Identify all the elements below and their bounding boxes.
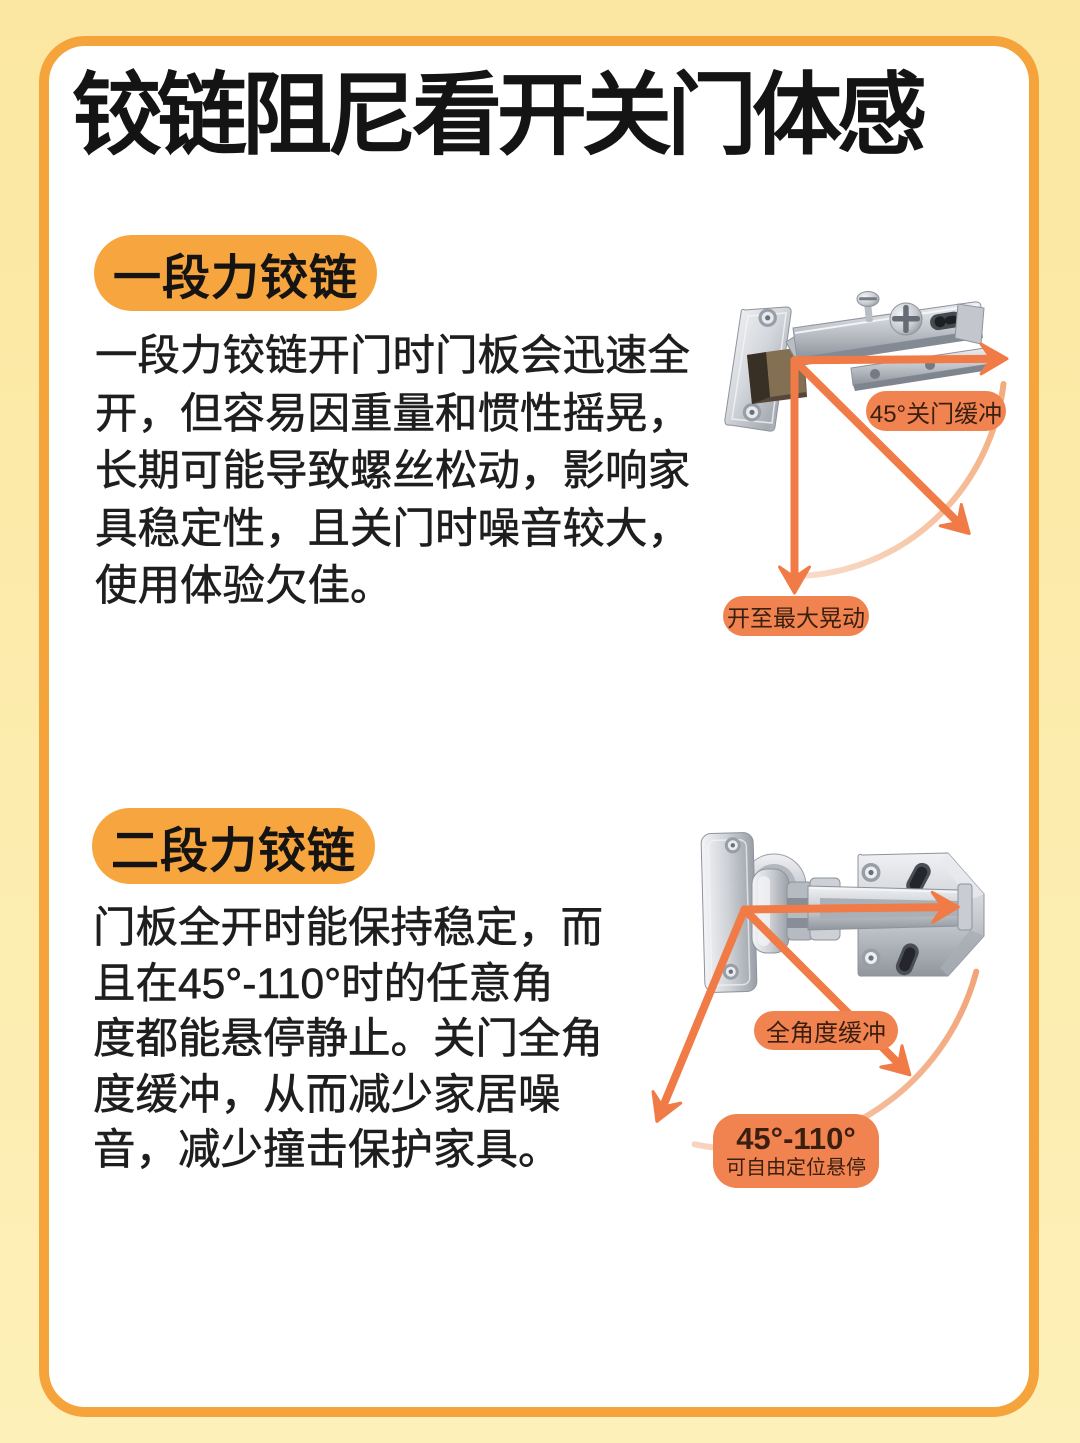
callout-free-hover: 45°-110° 可自由定位悬停 (713, 1114, 879, 1188)
page-title: 铰链阻尼看开关门体感 (72, 66, 927, 166)
callout-angle-range: 45°-110° (736, 1121, 856, 1157)
paragraph-line: 一段力铰链开门时门板会迅速全 (95, 333, 691, 381)
paragraph-line: 开，但容易因重量和惯性摇晃， (95, 390, 691, 438)
paragraph-line: 长期可能导致螺丝松动，影响家 (95, 448, 691, 496)
arrow-diagonal (790, 356, 971, 535)
paragraph-line: 音，减少撞击保护家具。 (93, 1127, 561, 1175)
info-card: 铰链阻尼看开关门体感 一段力铰链 一段力铰链开门时门板会迅速全 开，但容易因重量… (39, 36, 1039, 1417)
arrow-open-max (778, 356, 811, 595)
paragraph-line: 度都能悬停静止。关门全角 (93, 1016, 604, 1064)
arrow-diagonal-left (651, 905, 749, 1123)
paragraph-line: 具稳定性，且关门时噪音较大， (95, 505, 691, 553)
arrow-45-close (790, 342, 1009, 376)
section1-badge: 一段力铰链 (94, 235, 377, 311)
paragraph-line: 度缓冲，从而减少家居噪 (93, 1071, 561, 1119)
arrow-full-angle (740, 890, 960, 924)
callout-open-max-shake: 开至最大晃动 (723, 596, 869, 636)
paragraph-line: 使用体验欠佳。 (95, 563, 393, 611)
section2-illustration: 全角度缓冲 45°-110° 可自由定位悬停 (640, 820, 1040, 1220)
paragraph-line: 门板全开时能保持稳定，而 (93, 905, 604, 953)
callout-free-hover-note: 可自由定位悬停 (726, 1157, 866, 1180)
section2-badge: 二段力铰链 (92, 808, 375, 884)
paragraph-line: 且在45°-110°时的任意角 (93, 960, 554, 1008)
hinge-open-diagram (651, 832, 985, 1153)
section1-paragraph: 一段力铰链开门时门板会迅速全 开，但容易因重量和惯性摇晃， 长期可能导致螺丝松动… (95, 328, 691, 616)
callout-full-angle-buffer: 全角度缓冲 (754, 1011, 898, 1050)
section2-paragraph: 门板全开时能保持稳定，而 且在45°-110°时的任意角 度都能悬停静止。关门全… (93, 901, 604, 1179)
section1-badge-label: 一段力铰链 (112, 252, 358, 305)
hinge-closed-diagram (724, 291, 1009, 595)
section1-illustration: 45°关门缓冲 开至最大晃动 (700, 280, 1040, 660)
section2-badge-label: 二段力铰链 (110, 825, 356, 878)
callout-45-close-buffer: 45°关门缓冲 (866, 391, 1006, 431)
